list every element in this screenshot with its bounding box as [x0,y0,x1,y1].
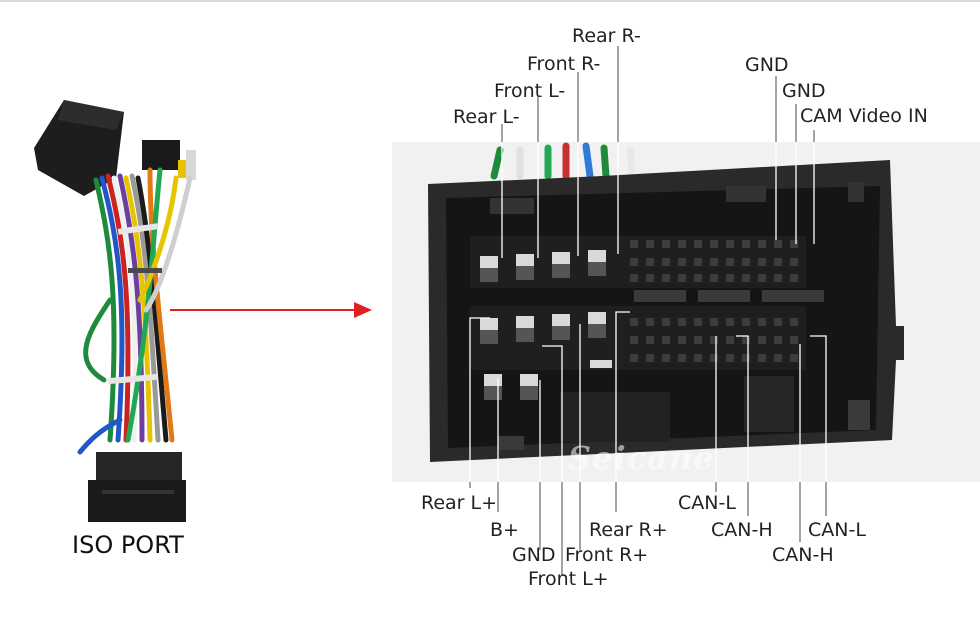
harness-small-connector [142,140,180,170]
label-gnd: GND [512,544,556,566]
label-can-l-2: CAN-L [808,519,866,541]
label-rear-l-minus: Rear L- [453,106,520,128]
label-rear-r-minus: Rear R- [572,25,641,47]
label-rear-r-plus: Rear R+ [589,519,668,541]
label-rear-l-plus: Rear L+ [421,492,498,514]
watermark-text: Seicane [568,439,715,477]
label-gnd-1: GND [745,54,789,76]
label-front-r-plus: Front R+ [565,544,649,566]
label-front-l-minus: Front L- [494,80,566,102]
label-can-h-1: CAN-H [711,519,773,541]
label-cam-video-in: CAM Video IN [800,105,928,127]
top-divider-line [0,0,980,2]
leader-lines-outside [469,46,827,576]
iso-port-label: ISO PORT [72,531,184,559]
wire-harness-image [34,100,196,522]
pointer-arrow [170,302,372,318]
label-front-r-minus: Front R- [527,53,601,75]
label-can-l-1: CAN-L [678,492,736,514]
label-can-h-2: CAN-H [772,544,834,566]
label-gnd-2: GND [782,80,826,102]
iso-port-connector [96,452,182,484]
harness-wires [77,167,193,455]
label-front-l-plus: Front L+ [528,568,609,590]
label-b-plus: B+ [490,519,519,541]
connector-housing-image [428,142,904,462]
